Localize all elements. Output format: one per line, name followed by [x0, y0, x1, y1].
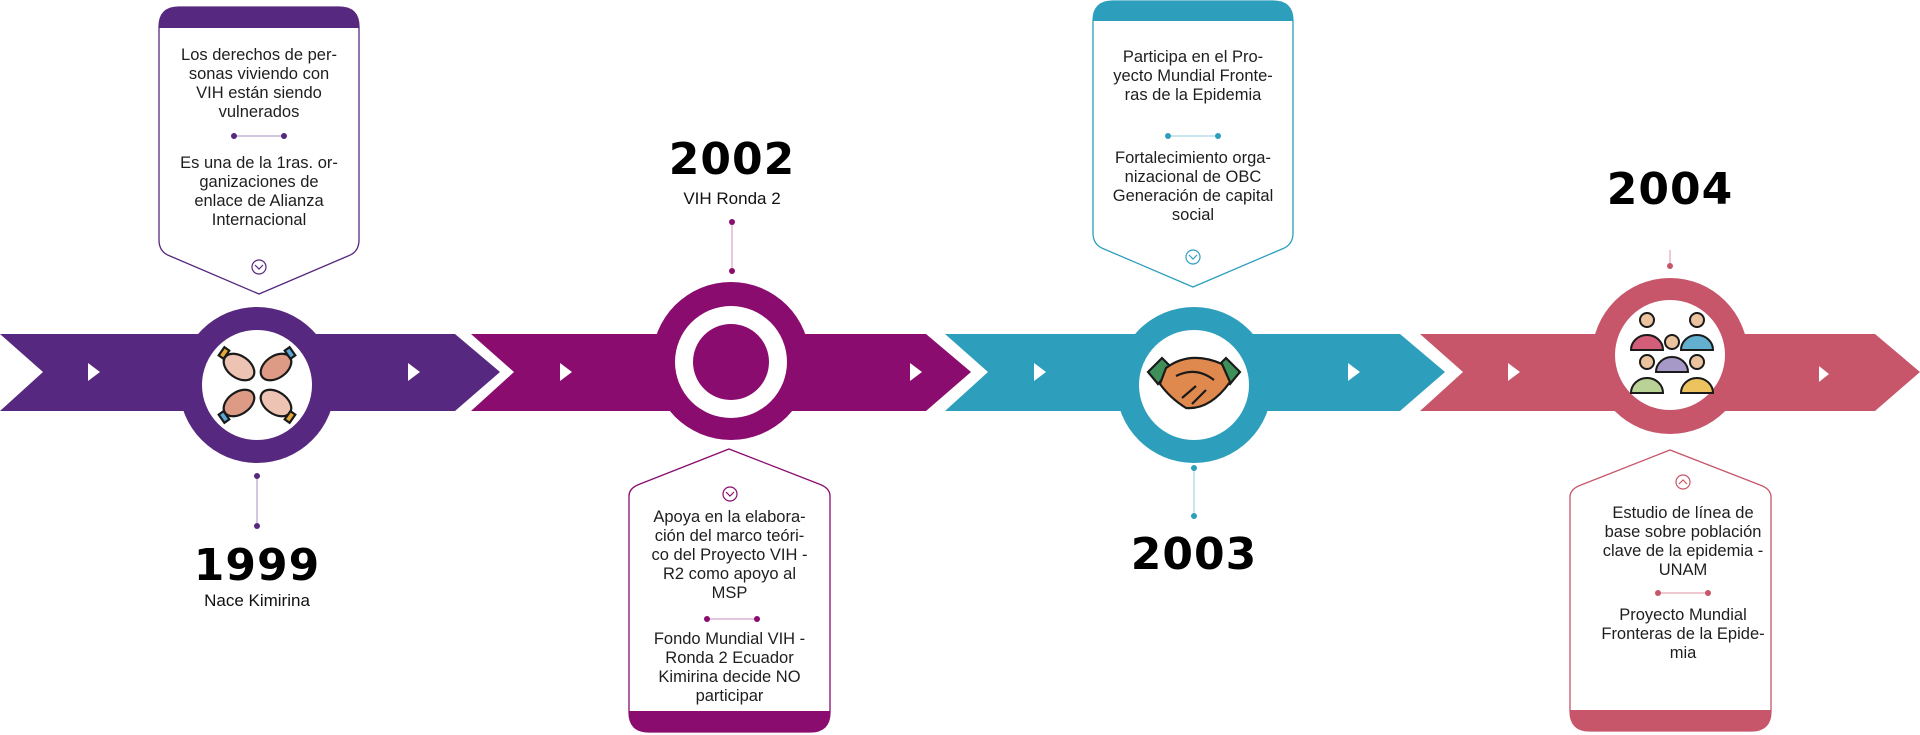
card-line: sonas viviendo con [188, 65, 330, 83]
card-line: Fortalecimiento orga- [1115, 149, 1271, 167]
card-line: nizacional de OBC [1124, 168, 1262, 186]
card-paragraph-2: Proyecto Mundial Fronteras de la Epide- … [1583, 606, 1783, 663]
card-line: enlace de Alianza [194, 192, 324, 210]
card-paragraph-1: Participa en el Pro- yecto Mundial Front… [1093, 48, 1293, 105]
card-line: social [1171, 206, 1215, 224]
segment-2003 [945, 0, 1445, 519]
card-outline [1092, 0, 1294, 288]
node-inner [202, 330, 312, 440]
year-subtitle: Nace Kimirina [204, 591, 310, 610]
card-line: Participa en el Pro- [1122, 48, 1264, 66]
hands-together-icon [217, 345, 297, 425]
card-line: vulnerados [218, 103, 300, 121]
card-paragraph-2: Fortalecimiento orga- nizacional de OBC … [1093, 149, 1293, 225]
segment-1999 [0, 6, 500, 529]
ring-icon [693, 324, 769, 400]
year-label: 2003 [1130, 529, 1258, 580]
card-line: MSP [711, 584, 748, 602]
card-line: Fondo Mundial VIH - [653, 630, 806, 648]
card-paragraph-1: Estudio de línea de base sobre población… [1583, 504, 1783, 580]
play-arrow-icon [408, 363, 420, 381]
card-outline [628, 448, 831, 733]
play-arrow-icon [1348, 363, 1360, 381]
card-line: Apoya en la elabora- [653, 508, 806, 526]
chevron-down-icon[interactable] [722, 486, 738, 502]
card-line: Internacional [211, 211, 307, 229]
card-line: Ronda 2 Ecuador [665, 649, 794, 667]
segment-2002 [471, 219, 971, 733]
year-subtitle: VIH Ronda 2 [683, 189, 781, 208]
card-line: UNAM [1658, 561, 1708, 579]
card-line: mia [1669, 644, 1697, 662]
handshake-icon [1146, 356, 1242, 410]
card-line: co del Proyecto VIH - [651, 546, 808, 564]
year-label: 1999 [193, 540, 321, 591]
play-arrow-icon [910, 363, 922, 381]
chevron-up-icon[interactable] [1675, 474, 1691, 490]
card-line: Kimirina decide NO [658, 668, 801, 686]
play-arrow-icon [1034, 363, 1046, 381]
card-line: R2 como apoyo al [663, 565, 796, 583]
year-label: 2004 [1606, 164, 1734, 215]
segment-2004 [1420, 250, 1920, 732]
people-group-icon [1629, 312, 1715, 394]
card-line: Es una de la 1ras. or- [180, 154, 338, 172]
play-arrow-icon [560, 363, 572, 381]
card-paragraph-1: Apoya en la elabora- ción del marco teór… [629, 508, 830, 603]
card-outline [1569, 449, 1772, 732]
card-line: Proyecto Mundial [1619, 606, 1747, 624]
play-arrow-icon [88, 363, 100, 381]
card-line: ganizaciones de [199, 173, 319, 191]
card-line: yecto Mundial Fronte- [1113, 67, 1273, 85]
card-paragraph-2: Fondo Mundial VIH - Ronda 2 Ecuador Kimi… [629, 630, 830, 706]
play-arrow-icon [1508, 363, 1520, 381]
play-arrow-icon [1819, 366, 1829, 382]
card-line: Estudio de línea de [1612, 504, 1754, 522]
card-line: participar [695, 687, 764, 705]
card-outline [158, 6, 360, 295]
card-line: ción del marco teóri- [654, 527, 805, 545]
card-line: Fronteras de la Epide- [1601, 625, 1765, 643]
year-label: 2002 [668, 134, 796, 185]
card-paragraph-2: Es una de la 1ras. or- ganizaciones de e… [159, 154, 359, 230]
card-paragraph-1: Los derechos de per- sonas viviendo con … [159, 46, 359, 122]
card-line: clave de la epidemia - [1602, 542, 1764, 560]
card-line: Generación de capital [1112, 187, 1274, 205]
card-line: Los derechos de per- [181, 46, 337, 64]
chevron-down-icon[interactable] [251, 259, 267, 275]
card-line: VIH están siendo [196, 84, 322, 102]
card-line: base sobre población [1604, 523, 1762, 541]
chevron-down-icon[interactable] [1185, 249, 1201, 265]
card-line: ras de la Epidemia [1124, 86, 1262, 104]
